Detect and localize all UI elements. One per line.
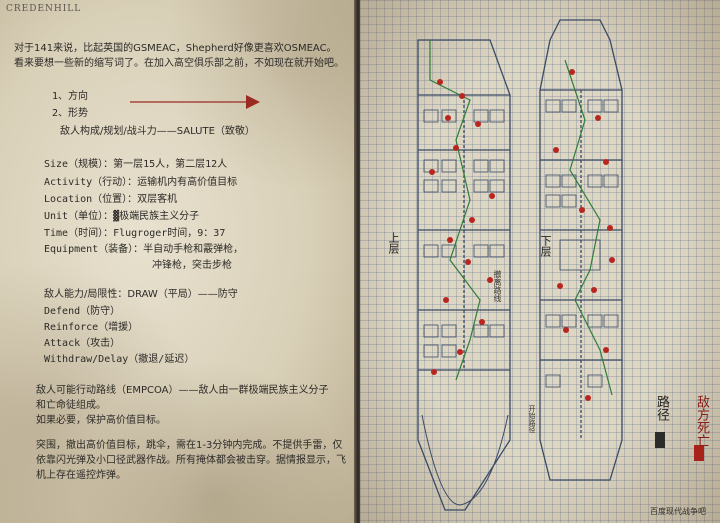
book-spine (354, 0, 362, 523)
enemy-legend-icon (694, 445, 704, 461)
salute-row: Equipment（装备）：半自动手枪和霰弹枪， (44, 244, 244, 255)
red-arrow-icon (130, 95, 260, 109)
draw-row: Defend（防守） (44, 306, 121, 317)
salute-row: 冲锋枪，突击步枪 (152, 260, 232, 271)
salute-row: Unit（单位）：▓极端民族主义分子 (44, 211, 200, 222)
route-note: 撤离路线 (493, 270, 502, 302)
route-path (429, 40, 613, 396)
empcoa-paragraph: 敌人可能行动路线（EMPCOA）——敌人由一群极端民族主义分子和亡命徒组成。 (36, 385, 329, 411)
draw-title: 敌人能力/局限性：DRAW（平局）——防守 (44, 289, 238, 300)
intro-paragraph: 对于141来说，比起英国的GSMEAC，Shepherd好像更喜欢OSMEAC。… (14, 43, 344, 69)
assault-paragraph: 突围，撤出高价值目标，跳伞，需在1-3分钟内完成。不提供手雷，仅依靠闪光弹及小口… (36, 440, 346, 481)
lower-seat-blocks (545, 99, 619, 388)
enemy-markers (429, 69, 615, 401)
salute-row: Size（规模）：第一层15人，第二层12人 (44, 159, 228, 170)
draw-row: Reinforce（增援） (44, 322, 139, 333)
salute-title: 敌人构成/规划/战斗力——SALUTE（致敬） (60, 126, 255, 137)
empcoa-note: 如果必要，保护高价值目标。 (36, 415, 166, 426)
draw-row: Withdraw/Delay（撤退/延迟） (44, 354, 195, 365)
left-page: CREDENHILL 对于141来说，比起英国的GSMEAC，Shepherd好… (0, 0, 356, 523)
start-label: 开始路径 (528, 405, 536, 433)
lower-deck-label: 下层 (539, 235, 552, 257)
legend-enemy-label: 敌方死亡 (694, 395, 709, 447)
brand-header: CREDENHILL (6, 4, 82, 14)
draw-row: Attack（攻击） (44, 338, 121, 349)
salute-row: Activity（行动）：运输机内有高价值目标 (44, 177, 238, 188)
outline-item: 2、形势 (52, 108, 89, 119)
salute-row: Time（时间）：Flugroger时间，9：37 (44, 228, 226, 239)
salute-row: Location（位置）：双层客机 (44, 194, 178, 205)
aircraft-floor-plan (417, 19, 704, 511)
legend-route-label: 路径 (654, 395, 669, 421)
outline-item: 1、方向 (52, 91, 89, 102)
footer-credit: 百度现代战争吧 (650, 507, 706, 516)
lower-deck-outline (539, 19, 623, 481)
upper-deck-label: 上层 (387, 232, 400, 254)
route-legend-icon (655, 432, 665, 448)
